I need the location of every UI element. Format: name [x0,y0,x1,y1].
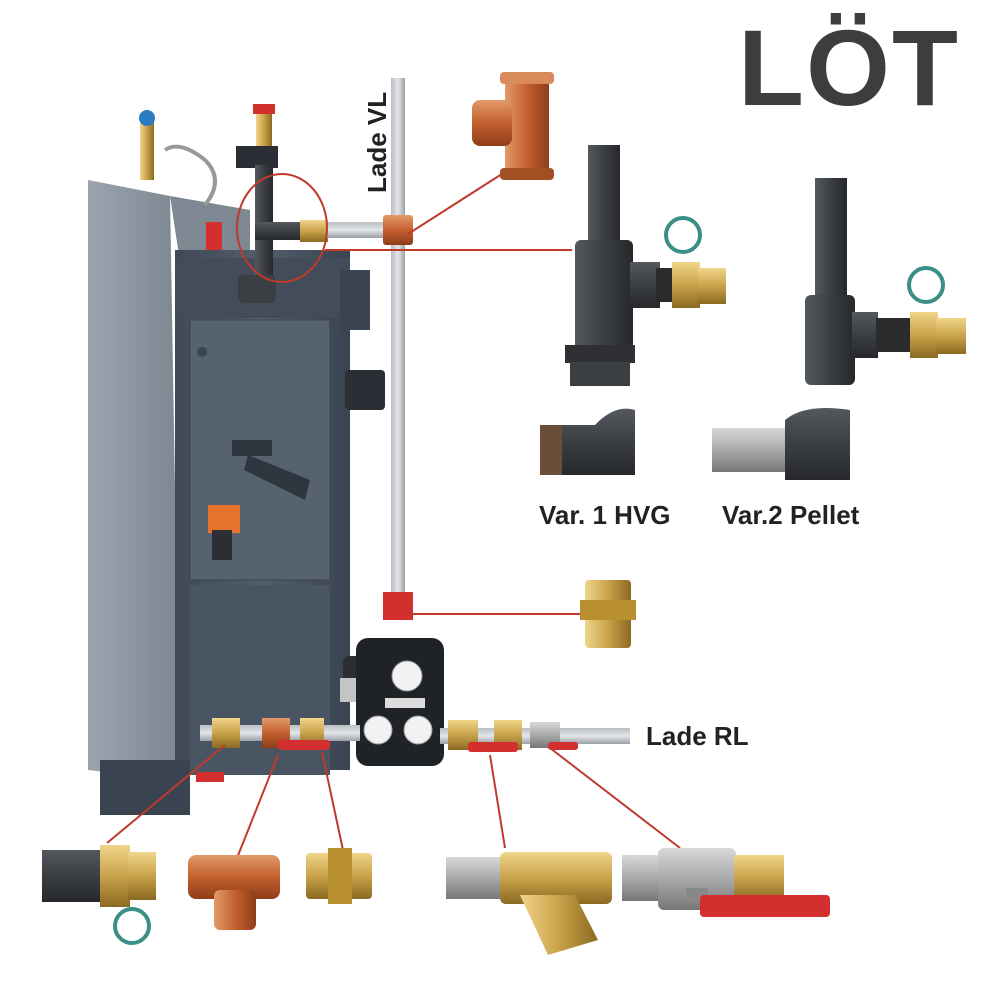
callout-line-copper-tee [236,754,279,859]
actuator [208,505,240,533]
variant-1-fitting [540,145,726,475]
copper-tee-fitting [472,72,554,180]
page-title: LÖT [738,7,960,128]
callout-circle [236,173,328,283]
variant-2-fitting [712,178,966,480]
o-rings [113,216,945,945]
callout-line-adapter [106,744,226,844]
callout-line-ball-valve [549,747,681,849]
callout-line-brass-nipple [321,751,344,851]
return-line [200,718,630,752]
o-ring-icon [113,907,151,945]
valve-handle [700,895,830,917]
brass-nipple-fitting [580,580,636,648]
callout-lines [106,171,681,859]
callout-line-strainer [489,754,506,849]
label-variant-2: Var.2 Pellet [722,500,860,530]
label-variant-1: Var. 1 HVG [539,500,671,530]
callout-line-tee [407,171,506,235]
o-ring-icon [907,266,945,304]
bottom-fittings [42,845,830,955]
boiler [88,104,388,815]
pump-group [340,638,444,766]
label-lade-rl: Lade RL [646,721,749,751]
supply-pipe [383,78,413,620]
label-lade-vl: Lade VL [362,91,392,193]
o-ring-icon [664,216,702,254]
